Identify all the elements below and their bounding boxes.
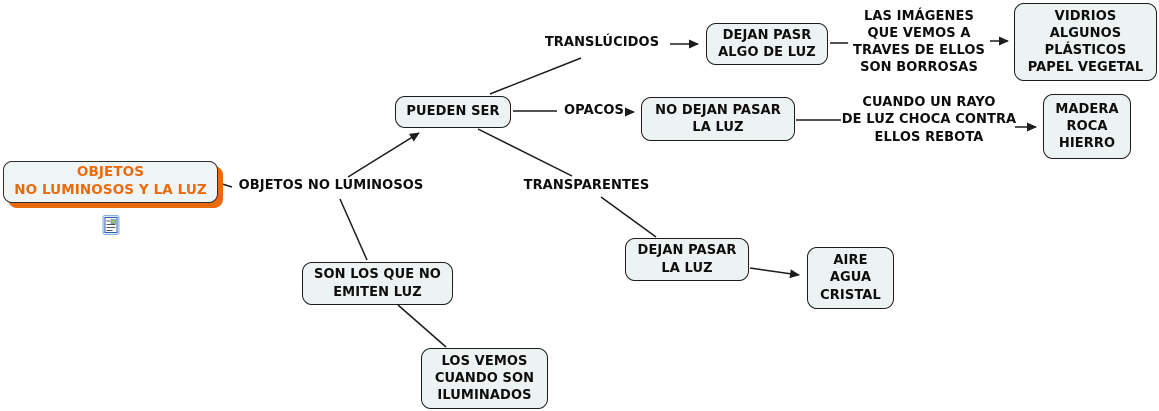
linking-phrase-translucidos[interactable]: TRANSLÚCIDOS: [544, 35, 660, 51]
concept-no-dejan-pasar-la-luz[interactable]: NO DEJAN PASAR LA LUZ: [641, 97, 795, 141]
concept-madera-roca-hierro[interactable]: MADERA ROCA HIERRO: [1043, 94, 1131, 159]
concept-son-los-que-no-emiten-luz[interactable]: SON LOS QUE NO EMITEN LUZ: [302, 262, 453, 305]
concept-los-vemos-cuando-son-iluminados[interactable]: LOS VEMOS CUANDO SON ILUMINADOS: [421, 348, 548, 409]
concept-aire-agua-cristal[interactable]: AIRE AGUA CRISTAL: [807, 247, 894, 309]
concept-pueden-ser[interactable]: PUEDEN SER: [395, 96, 511, 128]
concept-vidrios-plasticos-papel[interactable]: VIDRIOS ALGUNOS PLÁSTICOS PAPEL VEGETAL: [1014, 3, 1157, 81]
connector-transparentes-to-dejan-pasar[interactable]: [600, 196, 657, 238]
connector-root-to-objetos[interactable]: [218, 182, 233, 188]
linking-phrase-transparentes[interactable]: TRANSPARENTES: [523, 178, 650, 194]
root-concept-label: OBJETOS NO LUMINOSOS Y LA LUZ: [14, 164, 207, 198]
linking-phrase-rayo-rebota[interactable]: CUANDO UN RAYO DE LUZ CHOCA CONTRA ELLOS…: [841, 95, 1017, 145]
connector-pueden-ser-to-transparentes[interactable]: [477, 128, 573, 177]
concept-dejan-pasar-la-luz[interactable]: DEJAN PASAR LA LUZ: [625, 238, 749, 281]
connector-dejan-pasar-to-aire[interactable]: [749, 267, 800, 279]
connector-pueden-ser-to-translucidos[interactable]: [489, 57, 582, 95]
root-concept-objetos-no-luminosos-y-la-luz[interactable]: OBJETOS NO LUMINOSOS Y LA LUZ: [3, 161, 218, 235]
linking-phrase-opacos[interactable]: OPACOS: [563, 103, 624, 119]
linking-phrase-objetos-no-luminosos[interactable]: OBJETOS NO LUMINOSOS: [238, 178, 424, 194]
connector-son-los-to-los-vemos[interactable]: [397, 304, 447, 348]
document-image-icon: [102, 214, 119, 235]
connector-objetos-to-pueden-ser[interactable]: [347, 132, 420, 178]
connector-objetos-to-son-los[interactable]: [339, 198, 368, 261]
resource-icon[interactable]: [102, 197, 119, 235]
linking-phrase-imagenes-borrosas[interactable]: LAS IMÁGENES QUE VEMOS A TRAVES DE ELLOS…: [853, 8, 985, 76]
concept-dejan-pasr-algo-de-luz[interactable]: DEJAN PASR ALGO DE LUZ: [706, 23, 828, 65]
